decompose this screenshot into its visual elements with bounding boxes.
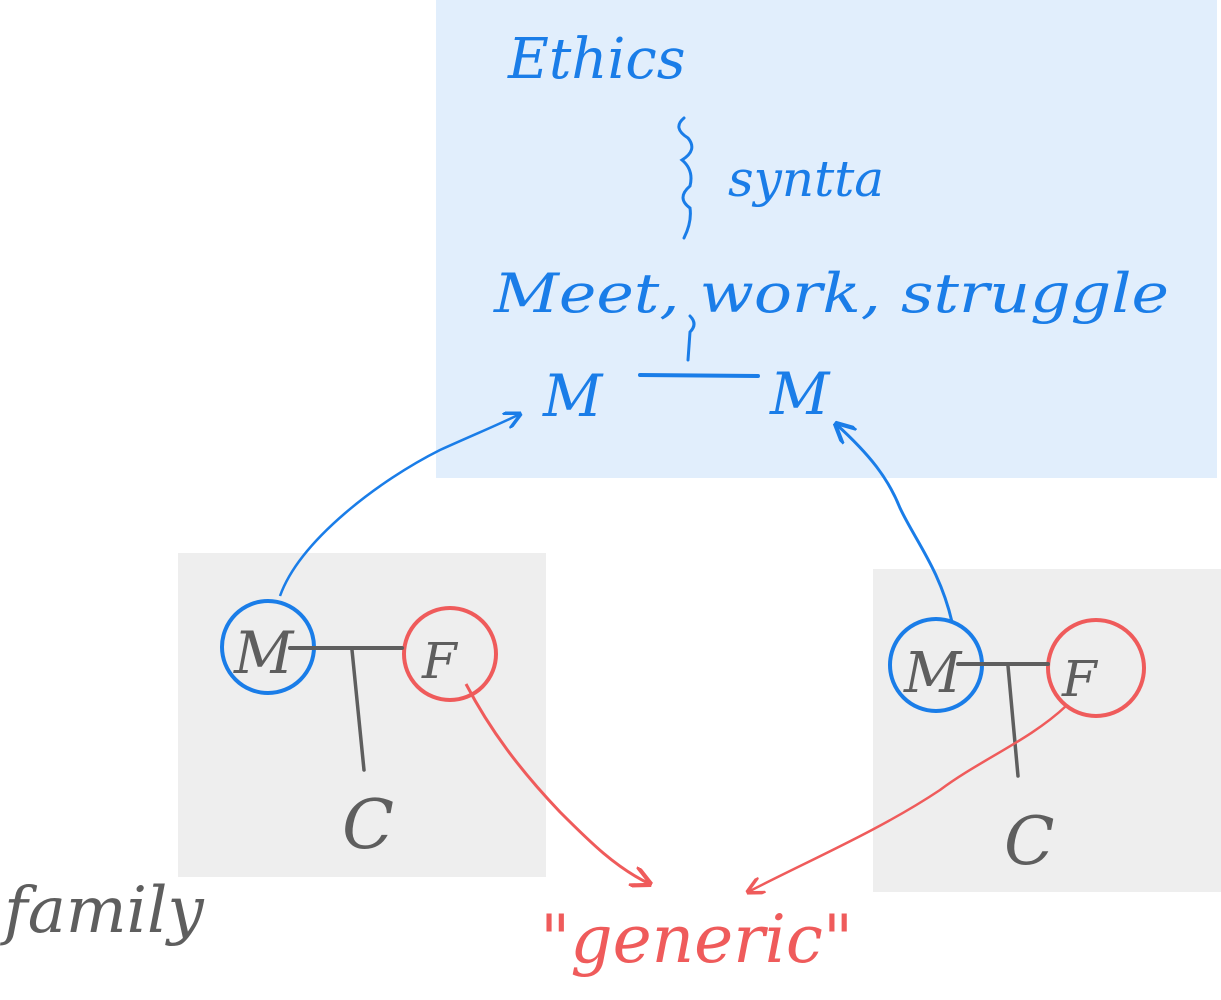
arrow-left-f-to-generic — [464, 683, 650, 884]
family-label: family — [0, 874, 204, 948]
family-right-f: F — [1061, 650, 1099, 708]
family-right-m: M — [903, 641, 963, 706]
family-right: M F C — [888, 617, 1146, 880]
family-left-f: F — [421, 632, 459, 690]
family-left: M F C — [220, 599, 498, 865]
m-left-label: M — [542, 362, 604, 430]
family-right-c: C — [1004, 803, 1055, 880]
syntax-label: syntta — [728, 150, 884, 208]
family-right-f-circle — [1046, 618, 1146, 718]
arrow-left-m-to-ethics — [278, 414, 520, 597]
ethics-label: Ethics — [507, 27, 685, 92]
family-left-f-circle — [402, 606, 498, 702]
ethics-panel — [436, 0, 1217, 478]
connector-tick — [686, 314, 696, 362]
syntax-brace — [677, 116, 694, 240]
family-left-m: M — [233, 619, 295, 687]
family-left-descent-line — [350, 648, 366, 772]
arrow-right-m-to-ethics — [836, 424, 954, 623]
family-right-descent-line — [1006, 664, 1020, 778]
family-left-c: C — [342, 786, 394, 865]
m-link-line — [638, 373, 760, 378]
generic-label: "generic" — [540, 901, 853, 978]
m-right-label: M — [769, 360, 831, 428]
arrow-right-f-to-generic — [748, 705, 1067, 892]
meet-work-struggle-label: Meet, work, struggle — [493, 262, 1169, 325]
family-right-panel — [873, 569, 1221, 892]
